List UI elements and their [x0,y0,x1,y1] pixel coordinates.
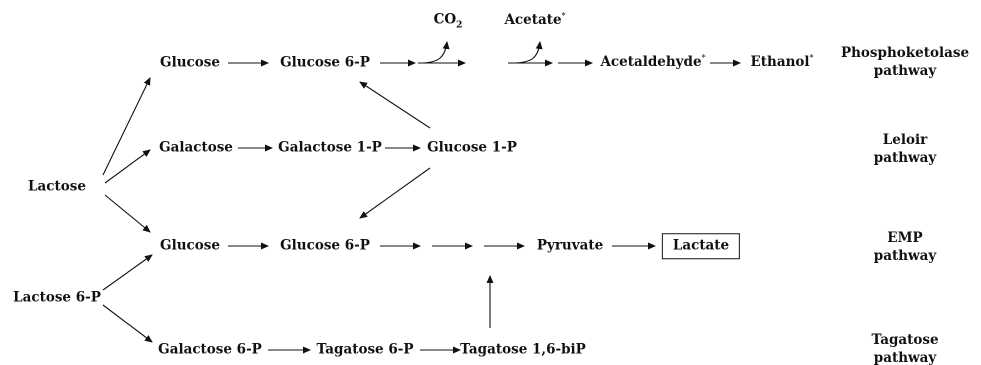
node-glucose6p-emp: Glucose 6-P [280,237,370,254]
pathway-name: Phosphoketolase [840,45,970,61]
arrow-acetate-release [511,41,543,64]
arrow-lactose-to-galactose [104,149,151,184]
node-co2: CO2 [433,11,463,31]
node-glucose1p: Glucose 1-P [427,139,517,156]
node-tagatose6p: Tagatose 6-P [316,341,414,358]
node-pyruvate: Pyruvate [536,237,604,254]
node-tagatose16bip: Tagatose 1,6-biP [460,341,586,358]
node-galactose: Galactose [159,139,233,156]
pathway-name: Tagatose [871,332,939,348]
node-lactose: Lactose [28,178,86,195]
arrow-lactose-to-glucose [102,77,151,176]
pathway-label-emp: EMP pathway [874,229,936,265]
node-galactose1p: Galactose 1-P [278,139,382,156]
arrow-lactose-to-glucose-emp [104,194,151,233]
pathway-suffix: pathway [873,63,937,80]
pathway-suffix: pathway [873,350,937,365]
node-galactose6p: Galactose 6-P [158,341,262,358]
arrow-glucose1p-to-glucose6p-top [359,81,431,129]
arrow-lactose6p-to-galactose6p [102,304,153,343]
node-glucose6p-top: Glucose 6-P [280,54,370,71]
node-lactose-6p: Lactose 6-P [13,289,101,306]
pathway-suffix: pathway [873,150,937,167]
node-lactate-box: Lactate [661,233,741,259]
node-glucose-top: Glucose [160,54,220,71]
node-glucose-emp: Glucose [160,237,220,254]
pathway-label-leloir: Leloir pathway [874,131,936,167]
arrow-lactose6p-to-glucose [102,254,153,291]
pathway-suffix: pathway [873,248,937,265]
node-acetate: Acetate* [504,11,566,28]
pathway-name: EMP [887,230,923,246]
arrow-co2-release [419,41,450,64]
pathway-label-phosphoketolase: Phosphoketolase pathway [841,44,969,80]
arrow-glucose1p-to-glucose6p-emp [359,167,431,219]
node-acetaldehyde: Acetaldehyde* [600,53,706,70]
pathway-name: Leloir [882,132,928,148]
node-ethanol: Ethanol* [750,53,814,70]
pathway-label-tagatose: Tagatose pathway [871,331,938,365]
